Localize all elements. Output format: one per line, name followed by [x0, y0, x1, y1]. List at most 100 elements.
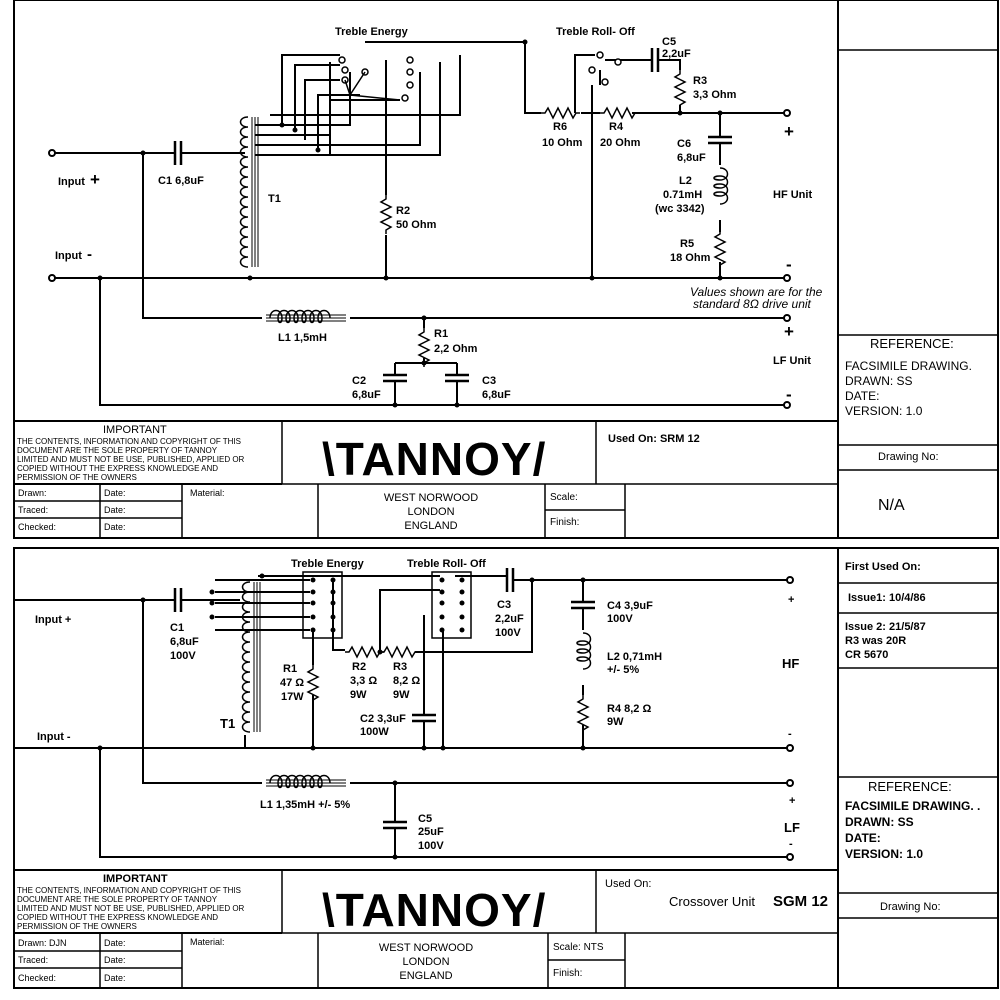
- label: REFERENCE:: [868, 779, 952, 794]
- label: Input -: [37, 731, 71, 743]
- label: +: [788, 594, 794, 606]
- label: 8,2 Ω: [393, 675, 420, 687]
- label: Crossover Unit: [669, 894, 755, 909]
- label: 47 Ω: [280, 677, 304, 689]
- label: IMPORTANT: [103, 424, 167, 436]
- label: +: [90, 170, 100, 189]
- label: THE CONTENTS, INFORMATION AND COPYRIGHT …: [17, 437, 241, 446]
- label: CR 5670: [845, 649, 888, 661]
- label: +: [784, 122, 794, 141]
- l1-inductor: [265, 309, 347, 324]
- label: Used On: SRM 12: [608, 433, 700, 445]
- label: Material:: [190, 488, 225, 498]
- circuit-2-wires: [14, 575, 794, 861]
- label: Traced:: [18, 955, 48, 965]
- label: 0.71mH: [663, 189, 702, 201]
- label: COPIED WITHOUT THE EXPRESS KNOWLEDGE AND: [17, 913, 218, 922]
- label: HF Unit: [773, 189, 812, 201]
- label: +: [789, 795, 795, 807]
- circuit-1-wires: [48, 41, 791, 409]
- label: REFERENCE:: [870, 336, 954, 351]
- label: (wc 3342): [655, 203, 705, 215]
- label: 50 Ohm: [396, 219, 437, 231]
- label: C5: [418, 813, 432, 825]
- label: Issue1: 10/4/86: [848, 592, 926, 604]
- l2-inductor-2: [576, 632, 592, 670]
- label: Drawing No:: [878, 451, 939, 463]
- label: WEST NORWOOD: [379, 942, 473, 954]
- label: 6,8uF: [482, 389, 511, 401]
- label: Checked:: [18, 522, 56, 532]
- label: HF: [782, 656, 799, 671]
- label: R2: [396, 205, 410, 217]
- label: 2,2 Ohm: [434, 343, 478, 355]
- label: -: [786, 255, 792, 274]
- label: C4 3,9uF: [607, 600, 653, 612]
- switch-contacts-1: [338, 51, 622, 102]
- label: LONDON: [402, 956, 449, 968]
- label: COPIED WITHOUT THE EXPRESS KNOWLEDGE AND: [17, 464, 218, 473]
- sheet-1-frame: [13, 0, 999, 539]
- c5-capacitor-2: [381, 820, 409, 830]
- label: C1 6,8uF: [158, 175, 204, 187]
- label: PERMISSION OF THE OWNERS: [17, 922, 137, 931]
- r3-resistor-2: [379, 646, 420, 658]
- label: Treble Roll- Off: [407, 558, 486, 570]
- switch-contacts-2: [97, 573, 586, 860]
- label: 9W: [607, 716, 624, 728]
- label: C1: [170, 622, 184, 634]
- c2-capacitor-2: [410, 713, 438, 723]
- title-block-2: IMPORTANT THE CONTENTS, INFORMATION AND …: [14, 870, 838, 988]
- label: L1 1,5mH: [278, 332, 327, 344]
- sheet-2: Treble Energy Treble Roll- Off Input + I…: [13, 547, 999, 989]
- label: LIMITED AND MUST NOT BE USE, PUBLISHED, …: [17, 455, 245, 464]
- label: LF: [784, 820, 800, 835]
- label: DOCUMENT ARE THE SOLE PROPERTY OF TANNOY: [17, 895, 218, 904]
- label: 100V: [170, 650, 196, 662]
- l1-inductor-2: [265, 774, 347, 789]
- nodes-1: [97, 39, 723, 408]
- label: 17W: [281, 691, 304, 703]
- label: N/A: [878, 497, 905, 514]
- label: Drawing No:: [880, 901, 941, 913]
- label: DATE:: [845, 831, 881, 845]
- label: R1: [434, 328, 448, 340]
- c5-capacitor: [650, 46, 660, 74]
- label: R6: [553, 121, 567, 133]
- label: R2: [352, 661, 366, 673]
- label: FACSIMILE DRAWING.: [845, 359, 972, 373]
- label: 10 Ohm: [542, 137, 583, 149]
- label: Date:: [104, 955, 126, 965]
- label: VERSION: 1.0: [845, 404, 923, 418]
- label: Input +: [35, 614, 71, 626]
- label: Drawn: DJN: [18, 938, 67, 948]
- label: 3,3 Ohm: [693, 89, 737, 101]
- label: 9W: [393, 689, 410, 701]
- label: DRAWN: SS: [845, 815, 914, 829]
- label: -: [87, 246, 92, 263]
- label: R3: [393, 661, 407, 673]
- label: Scale: NTS: [553, 942, 604, 953]
- label: Traced:: [18, 505, 48, 515]
- label: T1: [268, 193, 281, 205]
- t1-transformer-2: [241, 581, 261, 733]
- label: -: [789, 838, 793, 850]
- label: ENGLAND: [399, 970, 452, 982]
- c1-capacitor-2: [173, 586, 183, 614]
- r3-resistor: [674, 69, 686, 110]
- label: Date:: [104, 973, 126, 983]
- label: Checked:: [18, 973, 56, 983]
- label: R4 8,2 Ω: [607, 703, 651, 715]
- c1-capacitor: [173, 139, 183, 167]
- tannoy-logo-2: \TANNOY/: [322, 884, 546, 936]
- label: Finish:: [550, 517, 579, 528]
- label: R3: [693, 75, 707, 87]
- label: 20 Ohm: [600, 137, 641, 149]
- label: 100W: [360, 726, 389, 738]
- label: PERMISSION OF THE OWNERS: [17, 473, 137, 482]
- side-panel-2: First Used On: Issue1: 10/4/86 Issue 2: …: [845, 561, 980, 913]
- c3-capacitor-2: [505, 566, 515, 594]
- tannoy-logo: \TANNOY/: [322, 433, 546, 485]
- label: IMPORTANT: [103, 873, 168, 885]
